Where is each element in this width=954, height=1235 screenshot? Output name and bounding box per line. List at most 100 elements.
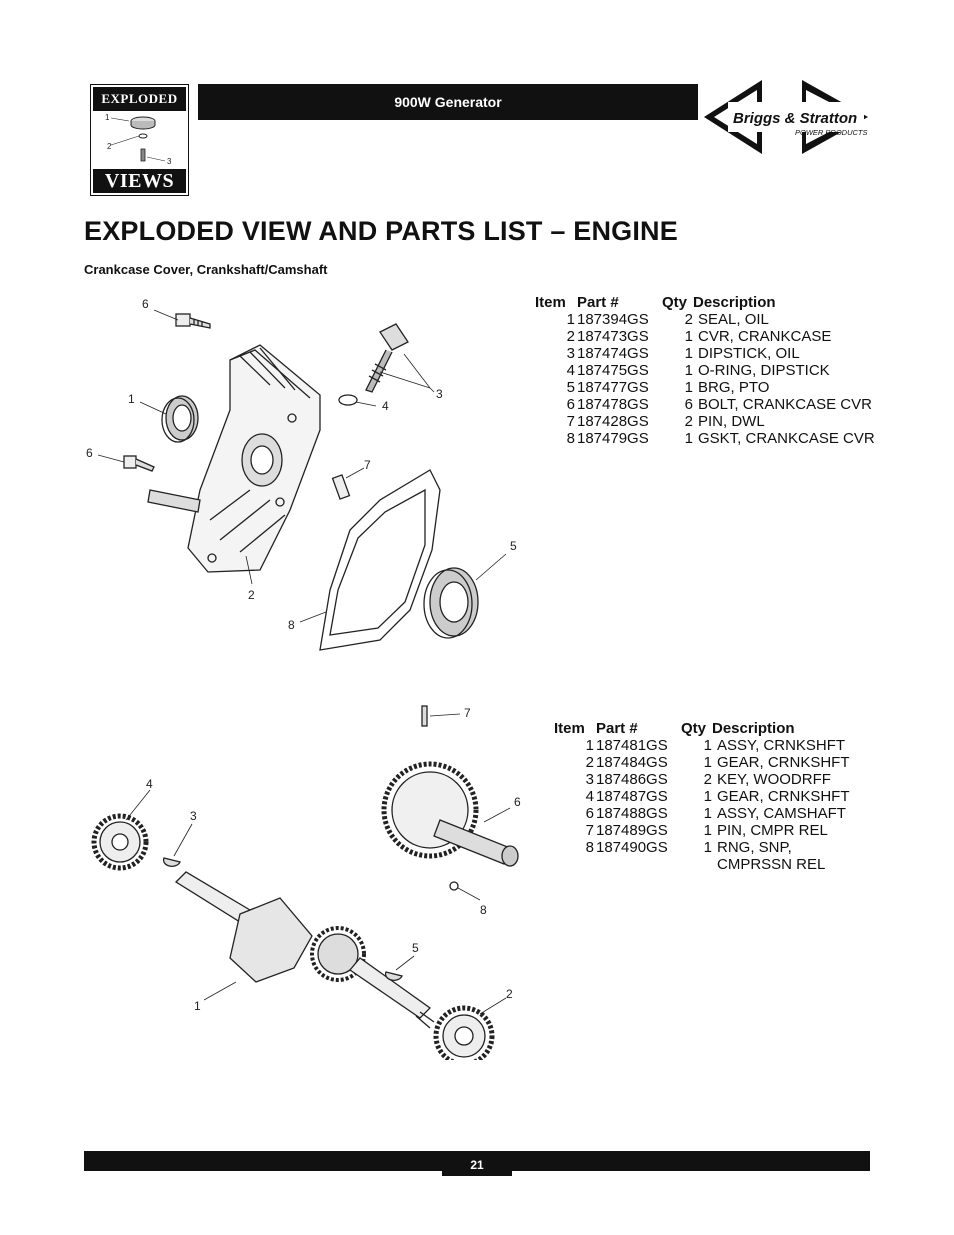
diagram-callout: 3	[436, 387, 443, 401]
dowel-pin-illustration	[331, 474, 351, 500]
item-cell: 1	[585, 737, 594, 754]
oil-seal-illustration	[161, 395, 199, 443]
item-cell: 6	[566, 396, 575, 413]
item-cell: 7	[585, 822, 594, 839]
item-cell: 7	[566, 413, 575, 430]
qty-cell: 2	[684, 311, 693, 328]
camshaft-illustration	[381, 761, 519, 867]
bolt-illustration	[123, 455, 155, 472]
item-cell: 4	[585, 788, 594, 805]
qty-cell: 1	[684, 328, 693, 345]
badge-callout: 3	[167, 157, 172, 166]
table-header-row: Item Part # Qty Description	[535, 294, 898, 311]
section-subtitle: Crankcase Cover, Crankshaft/Camshaft	[84, 262, 328, 277]
snap-ring-illustration	[449, 881, 459, 891]
badge-bottom-label: VIEWS	[93, 169, 186, 193]
qty-cell: 1	[684, 379, 693, 396]
item-cell: 4	[566, 362, 575, 379]
crankcase-cover-diagram: 6 1 6 7 3 4 2 8 5	[86, 297, 517, 651]
dipstick-illustration	[365, 323, 409, 393]
desc-cell: ASSY, CRNKSHFT	[717, 737, 846, 754]
o-ring-illustration	[338, 394, 358, 406]
desc-cell: RNG, SNP, CMPRSSN REL	[717, 839, 826, 873]
crankshaft-camshaft-diagram: 7 4 3 6 8 5 2 1	[91, 705, 521, 1060]
part-cell: 187490GS	[596, 839, 668, 856]
badge-top-label: EXPLODED	[93, 87, 186, 111]
item-cell: 1	[566, 311, 575, 328]
diagram-callout: 2	[248, 588, 255, 602]
diagram-callout: 6	[86, 446, 93, 460]
desc-cell: BRG, PTO	[698, 379, 770, 396]
col-item-header: Item	[554, 720, 585, 737]
page-number: 21	[442, 1154, 512, 1176]
part-cell: 187428GS	[577, 413, 649, 430]
part-cell: 187474GS	[577, 345, 649, 362]
part-cell: 187481GS	[596, 737, 668, 754]
col-part-header: Part #	[577, 294, 619, 311]
diagram-callout: 4	[146, 777, 153, 791]
compression-release-pin-illustration	[421, 705, 428, 727]
desc-cell: O-RING, DIPSTICK	[698, 362, 830, 379]
brand-name: Briggs & Stratton	[733, 110, 857, 127]
part-cell: 187489GS	[596, 822, 668, 839]
item-cell: 8	[566, 430, 575, 447]
desc-cell: DIPSTICK, OIL	[698, 345, 800, 362]
woodruff-key-illustration	[162, 857, 181, 867]
desc-cell: CVR, CRANKCASE	[698, 328, 832, 345]
part-cell: 187484GS	[596, 754, 668, 771]
item-cell: 2	[566, 328, 575, 345]
bolt-illustration	[175, 313, 211, 329]
col-part-header: Part #	[596, 720, 638, 737]
col-desc-header: Description	[693, 294, 776, 311]
table-header-row: Item Part # Qty Description	[554, 720, 867, 737]
gasket-illustration	[319, 469, 441, 651]
item-cell: 5	[566, 379, 575, 396]
qty-cell: 6	[684, 396, 693, 413]
part-cell: 187487GS	[596, 788, 668, 805]
part-cell: 187488GS	[596, 805, 668, 822]
qty-cell: 1	[703, 839, 712, 856]
item-cell: 3	[566, 345, 575, 362]
desc-cell: GSKT, CRANKCASE CVR	[698, 430, 875, 447]
diagram-callout: 6	[514, 795, 521, 809]
diagram-callout: 4	[382, 399, 389, 413]
item-cell: 2	[585, 754, 594, 771]
brand-subtitle: POWER PRODUCTS	[795, 128, 868, 137]
col-qty-header: Qty	[681, 720, 707, 737]
diagram-callout: 3	[190, 809, 197, 823]
part-cell: 187486GS	[596, 771, 668, 788]
diagram-callout: 1	[128, 392, 135, 406]
item-cell: 6	[585, 805, 594, 822]
diagram-callout: 8	[288, 618, 295, 632]
part-cell: 187479GS	[577, 430, 649, 447]
qty-cell: 2	[684, 413, 693, 430]
item-cell: 8	[585, 839, 594, 856]
badge-callout: 1	[105, 113, 110, 122]
product-title-bar: 900W Generator	[198, 84, 698, 120]
crankcase-cover-illustration	[147, 344, 321, 573]
col-desc-header: Description	[712, 720, 795, 737]
page-title: EXPLODED VIEW AND PARTS LIST – ENGINE	[84, 216, 678, 246]
badge-callout: 2	[107, 142, 112, 151]
qty-cell: 1	[703, 805, 712, 822]
qty-cell: 1	[703, 822, 712, 839]
diagram-callout: 7	[464, 706, 471, 720]
qty-cell: 1	[703, 788, 712, 805]
crankshaft-illustration	[174, 871, 435, 1029]
desc-cell: ASSY, CAMSHAFT	[717, 805, 846, 822]
diagram-callout: 2	[506, 987, 513, 1001]
part-cell: 187475GS	[577, 362, 649, 379]
desc-cell: GEAR, CRNKSHFT	[717, 788, 850, 805]
